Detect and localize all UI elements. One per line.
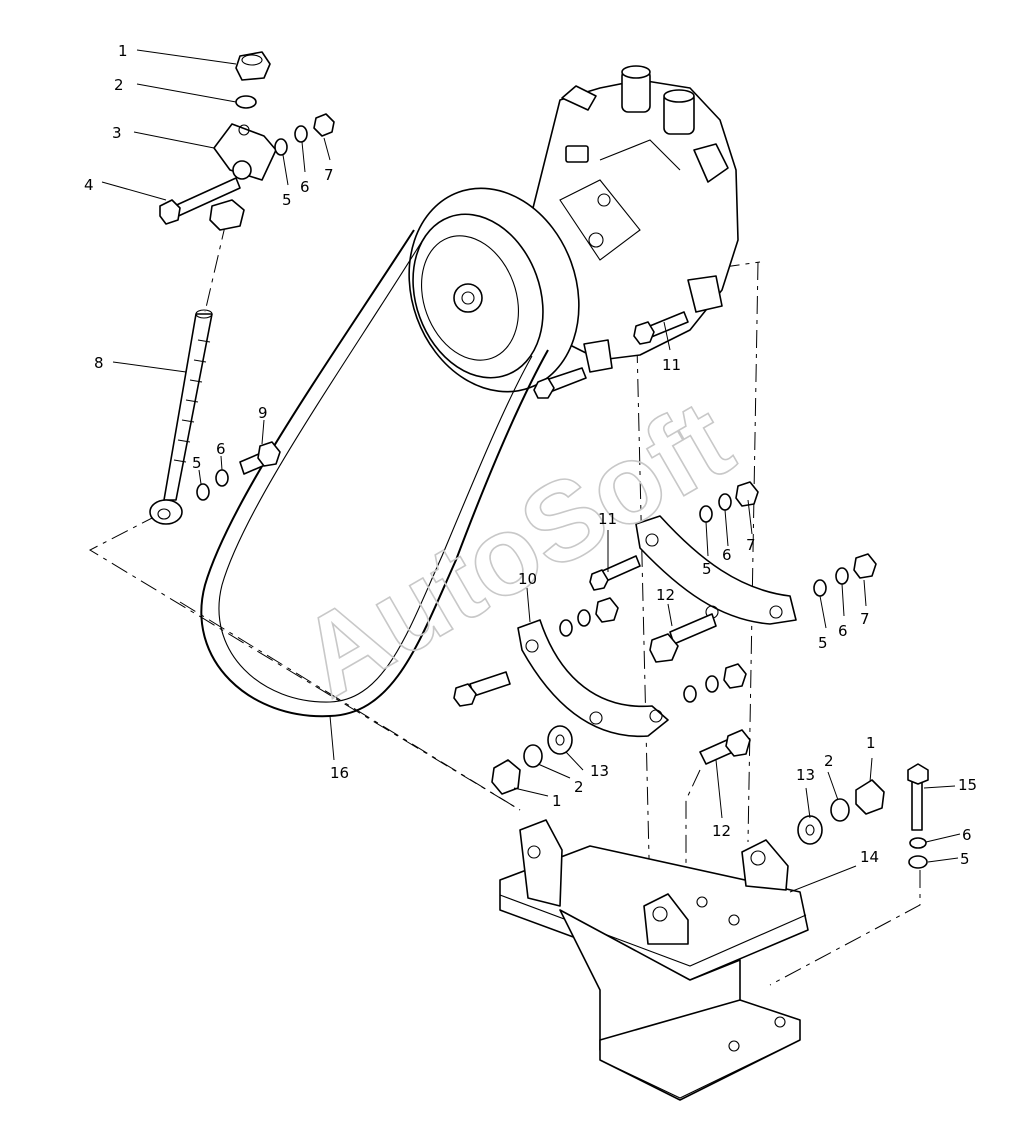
callout-7: 7 bbox=[746, 536, 756, 554]
callout-13: 13 bbox=[590, 762, 609, 780]
callout-2: 2 bbox=[824, 752, 834, 770]
mounting-brackets bbox=[453, 311, 877, 737]
callout-1: 1 bbox=[552, 792, 562, 810]
callout-11: 11 bbox=[662, 356, 681, 374]
callout-6: 6 bbox=[962, 826, 972, 844]
callout-9: 9 bbox=[258, 404, 268, 422]
callout-5: 5 bbox=[818, 634, 828, 652]
callout-8: 8 bbox=[94, 354, 104, 372]
callout-4: 4 bbox=[84, 176, 94, 194]
callout-10: 10 bbox=[518, 570, 537, 588]
callout-7: 7 bbox=[860, 610, 870, 628]
compressor bbox=[408, 65, 739, 399]
callout-2: 2 bbox=[114, 76, 124, 94]
leader-lines bbox=[101, 49, 961, 893]
callout-7: 7 bbox=[324, 166, 334, 184]
callout-12: 12 bbox=[712, 822, 731, 840]
callout-5: 5 bbox=[192, 454, 202, 472]
callout-1: 1 bbox=[118, 42, 128, 60]
callout-2: 2 bbox=[574, 778, 584, 796]
callout-12: 12 bbox=[656, 586, 675, 604]
callout-3: 3 bbox=[112, 124, 122, 142]
adjusting-rod bbox=[149, 309, 281, 525]
callout-6: 6 bbox=[300, 178, 310, 196]
callout-15: 15 bbox=[958, 776, 977, 794]
callout-11: 11 bbox=[598, 510, 617, 528]
callout-1: 1 bbox=[866, 734, 876, 752]
callout-13: 13 bbox=[796, 766, 815, 784]
callout-5: 5 bbox=[960, 850, 970, 868]
callout-5: 5 bbox=[702, 560, 712, 578]
lower-hardware bbox=[491, 725, 929, 869]
callout-6: 6 bbox=[722, 546, 732, 564]
callout-14: 14 bbox=[860, 848, 879, 866]
adjuster-hardware bbox=[159, 51, 335, 231]
callout-6: 6 bbox=[838, 622, 848, 640]
callout-5: 5 bbox=[282, 191, 292, 209]
callout-labels: 1 2 3 4 5 6 7 8 9 5 6 11 11 10 5 6 7 12 … bbox=[84, 42, 977, 868]
callout-6: 6 bbox=[216, 440, 226, 458]
callout-16: 16 bbox=[330, 764, 349, 782]
base-mount bbox=[499, 819, 809, 1101]
